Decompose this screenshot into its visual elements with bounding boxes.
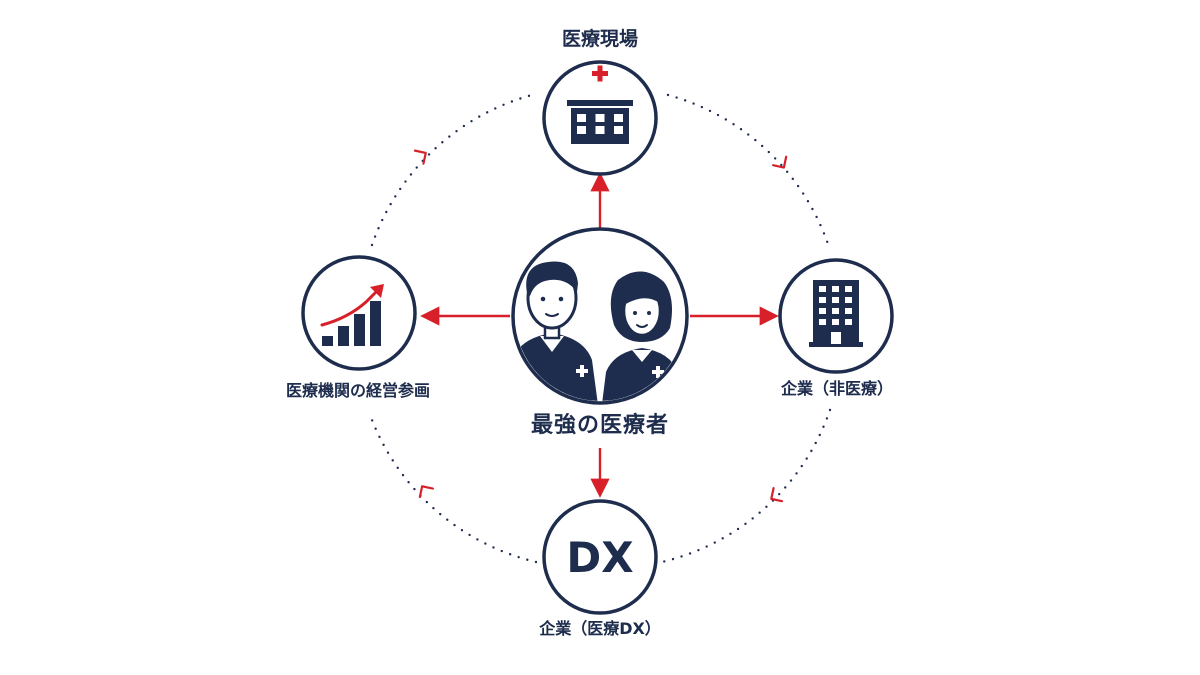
cycle-arc-right-bottom: [660, 408, 832, 564]
label-medical-dx-company: 企業（医療DX）: [539, 619, 661, 638]
label-non-medical-company: 企業（非医療）: [780, 379, 894, 398]
node-top: [542, 60, 658, 176]
node-bottom: DX: [542, 499, 658, 615]
radial-arrows: [420, 172, 779, 498]
cycle-arc-bottom-left: [370, 418, 538, 564]
medical-staff-icon: [515, 261, 685, 401]
label-medical-field: 医療現場: [561, 28, 639, 50]
chevron-icon: [413, 149, 427, 165]
hospital-icon: [567, 65, 633, 144]
chevron-icon: [770, 487, 784, 503]
label-hospital-management: 医療機関の経営参画: [285, 381, 431, 400]
node-left: [301, 255, 417, 371]
cycle-arc-left-top: [370, 93, 534, 247]
dx-icon: DX: [566, 533, 633, 582]
cycle-direction-markers: [413, 149, 788, 503]
office-building-icon: [809, 280, 863, 347]
growth-chart-icon: [320, 284, 384, 346]
node-center: [511, 227, 689, 405]
label-center-title: 最強の医療者: [530, 413, 670, 438]
cycle-ring: [370, 93, 832, 564]
chevron-icon: [772, 155, 788, 169]
cycle-arc-top-right: [666, 93, 832, 252]
chevron-icon: [418, 485, 434, 499]
node-right: [778, 258, 894, 374]
